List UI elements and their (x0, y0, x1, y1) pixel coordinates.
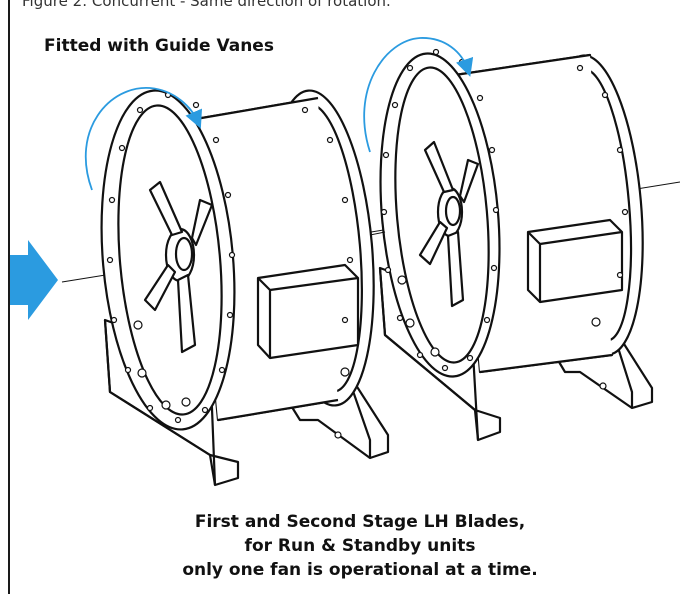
figure-caption: Figure 2: Concurrent - Same direction of… (22, 0, 391, 10)
fan-1-blade (143, 263, 177, 312)
airflow-arrow (10, 240, 58, 320)
caption-line-1: First and Second Stage LH Blades, (194, 512, 526, 532)
fan-2-junction-box (526, 218, 624, 304)
fan-1-blade (148, 180, 184, 237)
fan-1-blade (176, 273, 197, 354)
fan-2-blade (423, 140, 455, 194)
fan-2-blade (418, 220, 449, 266)
frame-left-border (8, 0, 10, 594)
fan-unit-1 (100, 89, 390, 487)
fan-2-bolts (380, 48, 629, 390)
fan-1-rotation-arrow (85, 87, 203, 191)
fan-unit-2 (378, 52, 654, 442)
fan-2-rotation-arrow (363, 37, 474, 153)
diagram-caption: First and Second Stage LH Blades, for Ru… (60, 510, 660, 582)
fan-2-blade (458, 158, 480, 204)
caption-line-3: only one fan is operational at a time. (182, 560, 538, 580)
guide-vanes-label: Fitted with Guide Vanes (44, 36, 274, 56)
fan-1-bolts (106, 91, 354, 439)
fan-2-blade (446, 230, 465, 308)
fan-1-blade (190, 198, 214, 247)
caption-line-2: for Run & Standby units (244, 536, 476, 556)
